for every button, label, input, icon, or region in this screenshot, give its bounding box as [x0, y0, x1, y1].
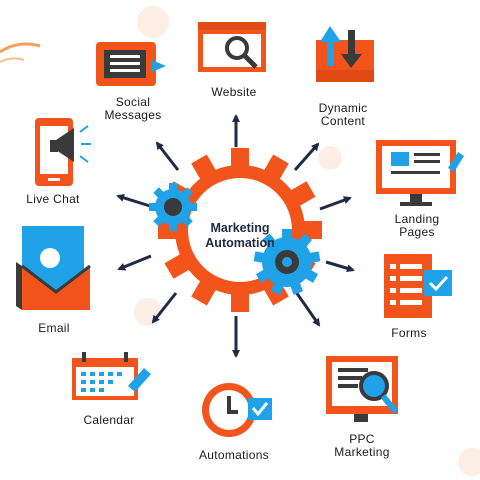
clock-check-icon — [202, 383, 272, 437]
arrow-ppc-marketing — [294, 291, 321, 327]
chat-bubble-icon — [96, 42, 166, 86]
center-label-line1: Marketing — [210, 221, 270, 235]
label-dynamic-content-line1: Dynamic — [318, 101, 368, 115]
phone-megaphone-icon — [35, 118, 91, 186]
small-gear-right-icon — [253, 229, 321, 295]
label-ppc-marketing-line1: PPC — [349, 432, 375, 446]
decor-dots-blob-2 — [134, 298, 162, 326]
arrow-social-messages — [155, 141, 180, 171]
label-automations-line1: Automations — [198, 448, 269, 462]
label-email-line1: Email — [38, 321, 70, 335]
label-live-chat: Live Chat — [0, 193, 113, 206]
arrow-forms — [325, 260, 355, 273]
monitor-magnifier-icon — [326, 356, 399, 422]
arrow-live-chat — [116, 193, 151, 208]
decor-dots-blob — [137, 6, 169, 38]
label-automations: Automations — [174, 449, 294, 462]
arrow-landing-pages — [319, 196, 352, 211]
label-social-messages: Social Messages — [73, 96, 193, 122]
checklist-form-icon — [384, 254, 452, 318]
label-dynamic-content: Dynamic Content — [283, 102, 403, 128]
label-landing-pages: Landing Pages — [357, 213, 477, 239]
label-email: Email — [0, 322, 114, 335]
decor-dots-blob-3 — [318, 146, 342, 170]
arrow-email — [117, 254, 152, 271]
decor-orange-swoosh-2 — [0, 57, 25, 63]
label-website-line1: Website — [211, 85, 257, 99]
label-dynamic-content-line2: Content — [320, 114, 366, 128]
label-website: Website — [174, 86, 294, 99]
label-calendar: Calendar — [49, 414, 169, 427]
arrows — [116, 114, 355, 358]
label-social-messages-line2: Messages — [104, 108, 162, 122]
label-live-chat-line1: Live Chat — [26, 192, 80, 206]
browser-search-icon — [198, 22, 266, 72]
transfer-arrows-icon — [316, 26, 374, 82]
monitor-page-icon — [376, 140, 464, 206]
calendar-icon — [72, 352, 151, 400]
decor-dots-blob-4 — [458, 448, 480, 476]
label-forms: Forms — [349, 327, 469, 340]
label-ppc-marketing: PPC Marketing — [302, 433, 422, 459]
label-landing-pages-line1: Landing — [394, 212, 440, 226]
decor-orange-swoosh — [0, 42, 41, 54]
label-landing-pages-line2: Pages — [399, 225, 435, 239]
arrow-dynamic-content — [293, 142, 320, 171]
label-calendar-line1: Calendar — [83, 413, 135, 427]
envelope-icon — [16, 226, 91, 310]
label-social-messages-line1: Social — [115, 95, 151, 109]
center-label-line2: Automation — [205, 236, 275, 250]
label-ppc-marketing-line2: Marketing — [334, 445, 390, 459]
label-forms-line1: Forms — [391, 326, 427, 340]
arrow-calendar — [151, 292, 178, 324]
center-label: Marketing Automation — [185, 221, 295, 251]
